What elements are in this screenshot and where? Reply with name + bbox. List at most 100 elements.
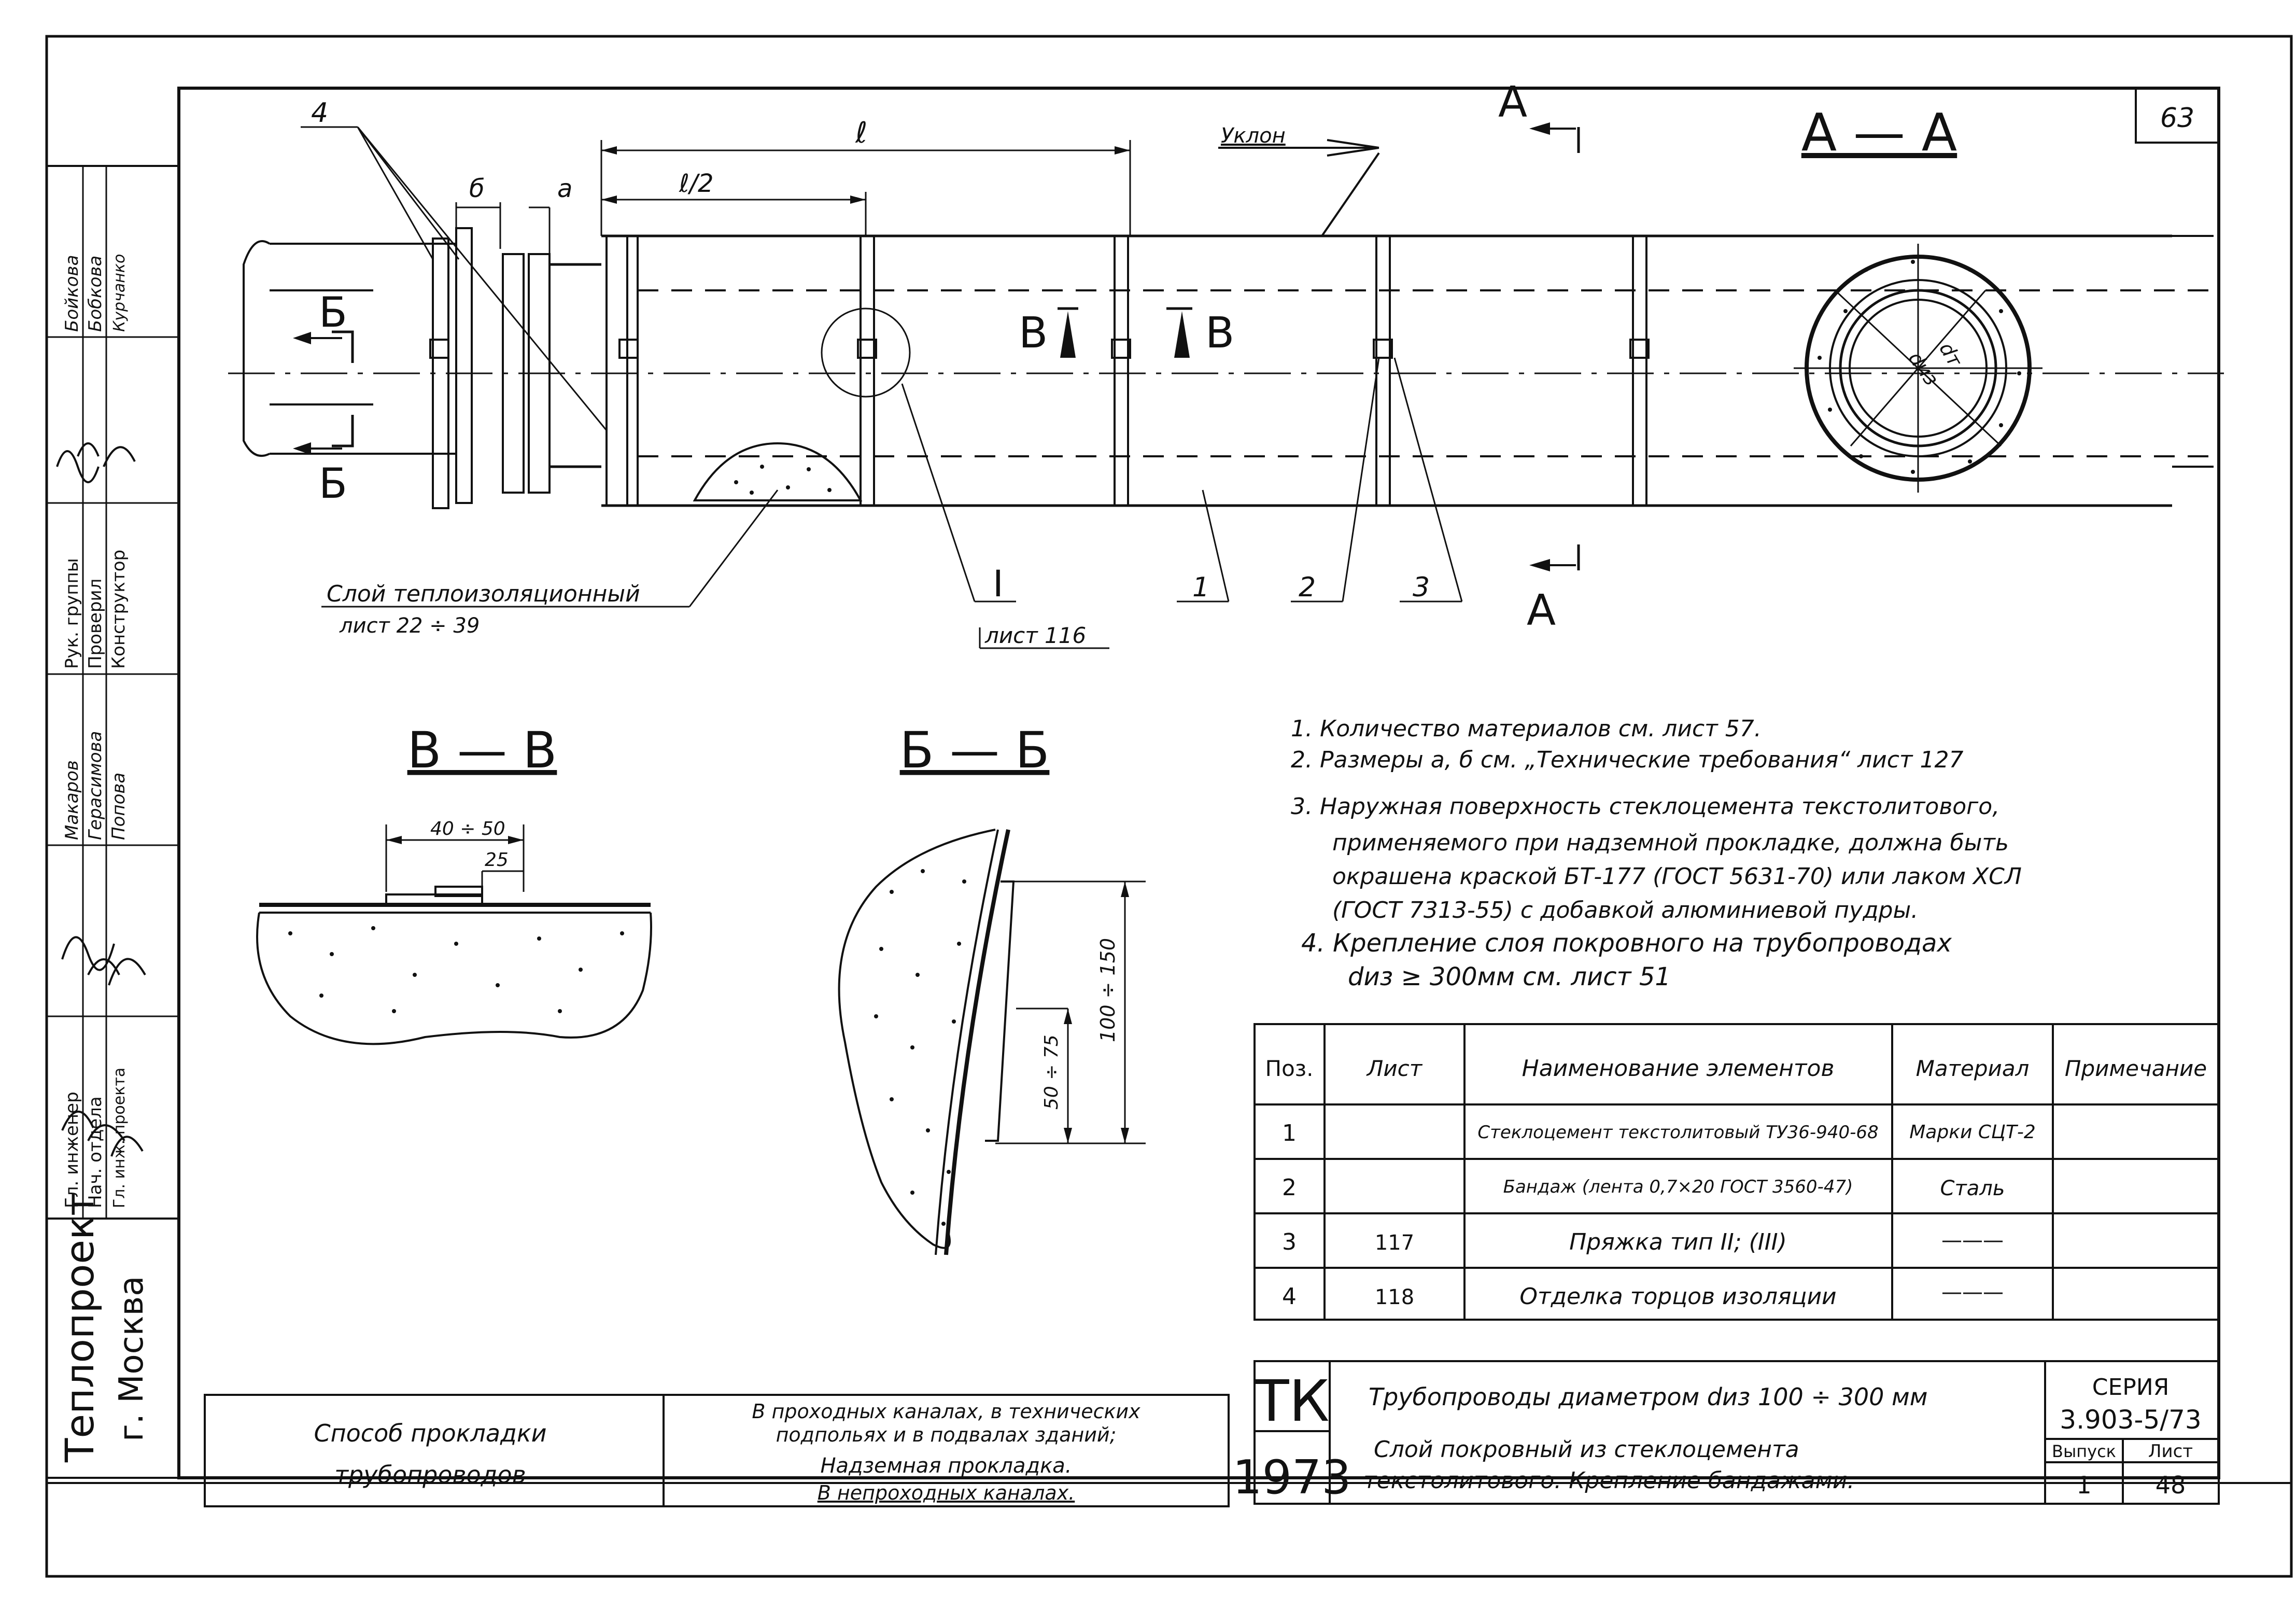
- cut-v-letter-left: В: [1019, 309, 1048, 358]
- spec-row-1-material: Марки СЦТ-2: [1909, 1122, 2036, 1143]
- method-left-line-1: Способ прокладки: [314, 1419, 546, 1447]
- page-number: 63: [2160, 103, 2194, 134]
- callout-1-label: 1: [1192, 572, 1209, 603]
- section-vv-view: [256, 824, 652, 1045]
- cut-a-letter-bottom: А: [1527, 586, 1556, 635]
- sidebar-name-4: Макаров: [62, 760, 82, 840]
- sidebar-role-dept-head: Нач. отдела: [85, 1096, 106, 1208]
- section-vv-title: В — В: [407, 721, 557, 779]
- spec-table-row: 1 Стеклоцемент текстолитовый ТУ36-940-68…: [1282, 1120, 2036, 1146]
- top-dimensions: [455, 140, 1131, 254]
- dim-b-label: б: [469, 174, 485, 203]
- spec-header-sheet: Лист: [1366, 1056, 1423, 1081]
- title-line-2: Слой покровный из стеклоцемента: [1374, 1436, 1799, 1463]
- note-line-8: dиз ≥ 300мм см. лист 51: [1348, 962, 1671, 991]
- spec-row-2-name: Бандаж (лента 0,7×20 ГОСТ 3560-47): [1503, 1177, 1853, 1197]
- note-line-1: 1. Количество материалов см. лист 57.: [1291, 716, 1762, 742]
- section-vv-dim-25: 25: [485, 849, 509, 871]
- issue-value: 1: [2076, 1471, 2091, 1499]
- callout-3-label: 3: [1413, 572, 1430, 603]
- method-right-line-2: подпольях и в подвалах зданий;: [776, 1423, 1117, 1446]
- callout-3-leader: [1393, 357, 1463, 603]
- page-number-box: [2135, 87, 2220, 144]
- method-right-line-3: Надземная прокладка.: [820, 1454, 1072, 1478]
- callout-4-leader: [301, 126, 608, 431]
- sidebar-name-3: Курчанко: [110, 254, 129, 332]
- title-code-tk: ТК: [1253, 1368, 1329, 1434]
- series-label: СЕРИЯ: [2092, 1374, 2170, 1401]
- spec-row-3-pos: 3: [1282, 1229, 1297, 1255]
- insulation-label: Слой теплоизоляционный: [327, 581, 640, 607]
- method-block-grid: [204, 1394, 1230, 1507]
- dim-l-half-label: ℓ/2: [679, 169, 714, 198]
- title-line-1: Трубопроводы диаметром dиз 100 ÷ 300 мм: [1369, 1383, 1927, 1411]
- sidebar-stamp: [46, 165, 180, 1479]
- callout-2-leader: [1291, 357, 1380, 603]
- title-block-grid: [1253, 1360, 2220, 1505]
- spec-header-name: Наименование элементов: [1522, 1055, 1835, 1082]
- method-right-line-1: В проходных каналах, в технических: [752, 1400, 1140, 1423]
- note-line-4: применяемого при надземной прокладке, до…: [1332, 830, 2009, 856]
- insulation-leader: [321, 489, 779, 608]
- sidebar-role-group-head: Рук. группы: [62, 558, 82, 669]
- cut-b-letter-bottom: Б: [319, 459, 347, 508]
- spec-row-1-name: Стеклоцемент текстолитовый ТУ36-940-68: [1477, 1122, 1878, 1143]
- sidebar-name-5: Герасимова: [85, 731, 106, 840]
- callout-roman-label: I: [993, 563, 1004, 605]
- section-bb-dim-50-75: 50 ÷ 75: [1041, 1034, 1062, 1110]
- note-line-2: 2. Размеры а, б см. „Технические требова…: [1291, 747, 1964, 773]
- sidebar-role-chief-engineer: Гл. инженер: [62, 1092, 82, 1208]
- spec-row-1-pos: 1: [1282, 1120, 1297, 1146]
- cut-a-letter-top: А: [1498, 78, 1527, 127]
- spec-row-2-material: Сталь: [1940, 1177, 2005, 1200]
- note-line-7: 4. Крепление слоя покровного на трубопро…: [1301, 929, 1952, 958]
- spec-header-note: Примечание: [2065, 1056, 2207, 1081]
- callout-2-label: 2: [1299, 572, 1316, 603]
- note-line-6: (ГОСТ 7313-55) с добавкой алюминиевой пу…: [1332, 897, 1918, 924]
- sidebar-name-6: Попова: [108, 773, 129, 840]
- note-line-5: окрашена краской БТ-177 (ГОСТ 5631-70) и…: [1332, 863, 2022, 890]
- method-left-line-2: трубопроводов: [334, 1461, 526, 1489]
- spec-row-4-name: Отделка торцов изоляции: [1519, 1283, 1836, 1310]
- spec-row-4-pos: 4: [1282, 1283, 1297, 1310]
- section-vv-dim-overlap: 40 ÷ 50: [430, 818, 505, 840]
- cut-b-marks: [293, 330, 354, 455]
- slope-label: Уклон: [1221, 124, 1286, 148]
- spec-row-3-name: Пряжка тип II; (III): [1569, 1229, 1787, 1255]
- cut-v-letter-right: В: [1205, 309, 1234, 358]
- section-bb-view: [838, 829, 1146, 1255]
- insulation-ref: лист 22 ÷ 39: [339, 614, 480, 638]
- signature-marks: [56, 442, 146, 1157]
- cut-v-marks: [1058, 307, 1192, 358]
- note-line-3: 3. Наружная поверхность стеклоцемента те…: [1291, 793, 1999, 820]
- section-aa-view: [1794, 244, 2043, 493]
- spec-row-2-pos: 2: [1282, 1174, 1297, 1201]
- cut-b-letter-top: Б: [319, 288, 347, 337]
- issue-label: Выпуск: [2052, 1442, 2116, 1461]
- spec-row-4-material: ———: [1941, 1280, 2004, 1304]
- spec-row-3-material: ———: [1941, 1228, 2004, 1252]
- spec-row-4-sheet: 118: [1375, 1285, 1414, 1309]
- org-name: Теплопроект: [57, 1193, 103, 1463]
- title-code-year: 1973: [1232, 1450, 1351, 1505]
- section-bb-title: Б — Б: [900, 721, 1050, 779]
- sidebar-role-designer: Конструктор: [108, 550, 129, 669]
- spec-header-pos: Поз.: [1265, 1056, 1314, 1081]
- title-line-3: текстолитового. Крепление бандажами.: [1363, 1467, 1854, 1494]
- spec-table-row: 3 117 Пряжка тип II; (III) ———: [1282, 1228, 2004, 1255]
- spec-table-row: 4 118 Отделка торцов изоляции ———: [1282, 1280, 2004, 1310]
- dim-l-label: ℓ: [855, 116, 867, 150]
- section-bb-dim-100-150: 100 ÷ 150: [1096, 938, 1119, 1042]
- section-aa-title: А — А: [1801, 102, 1957, 163]
- callout-1-leader: [1177, 489, 1230, 603]
- spec-table-row: 2 Бандаж (лента 0,7×20 ГОСТ 3560-47) Ста…: [1282, 1174, 2005, 1201]
- sheet-value: 48: [2156, 1471, 2186, 1499]
- callout-roman-leader: [901, 383, 1109, 649]
- sheet-label: Лист: [2148, 1441, 2193, 1462]
- spec-row-3-sheet: 117: [1375, 1231, 1414, 1255]
- sidebar-name-2: Бобкова: [85, 256, 106, 332]
- slope-arrow: [1218, 139, 1380, 237]
- spec-table-grid: [1253, 1023, 2220, 1321]
- callout-4-label: 4: [311, 97, 328, 129]
